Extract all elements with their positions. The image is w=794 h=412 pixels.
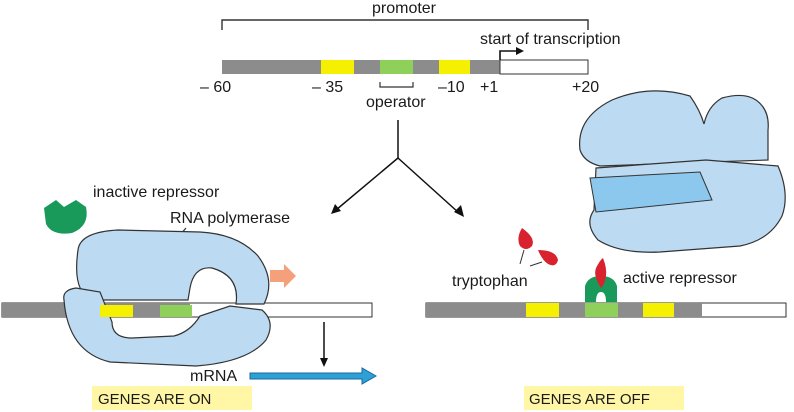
transcription-down-arrowhead (320, 358, 328, 367)
branch-right (397, 157, 460, 214)
active-repressor-label: active repressor (623, 270, 737, 287)
rna-polymerase-label: RNA polymerase (170, 210, 290, 227)
tryptophan-pointer-2 (529, 261, 543, 267)
dna-promoter-region (222, 60, 500, 74)
tryptophan-molecule-1 (518, 228, 533, 249)
active-repressor-shape (585, 276, 617, 302)
promoter-map: promoter start of transcription – 60 – 3… (200, 0, 621, 111)
right-minus10-box (643, 303, 674, 317)
genes-off-badge (524, 386, 684, 410)
right-operator-box (585, 303, 618, 317)
rna-polymerase-back (76, 229, 270, 305)
promoter-bracket (221, 19, 589, 30)
start-of-transcription-label: start of transcription (480, 31, 621, 48)
inactive-repressor-label: inactive repressor (93, 184, 220, 201)
left-spacer (137, 305, 159, 317)
pos-plus1-label: +1 (480, 79, 498, 96)
pos-plus20-label: +20 (572, 79, 599, 96)
mrna-label: mRNA (190, 368, 237, 385)
operator-label: operator (366, 94, 426, 111)
bound-tryptophan (595, 258, 607, 288)
transcription-start-arrow (499, 50, 518, 60)
operator-box (380, 60, 413, 74)
tryptophan-label: tryptophan (452, 273, 528, 290)
rna-polymerase-band (589, 171, 713, 213)
pos-minus35-label: – 35 (312, 79, 343, 96)
rna-polymerase-upper-lobe (579, 90, 769, 167)
pos-minus10-label: –10 (438, 79, 465, 96)
branch-left (335, 157, 399, 211)
pos-minus60-label: – 60 (200, 79, 231, 96)
tryptophan-molecule-2 (538, 250, 558, 266)
genes-on-panel: inactive repressor RNA polymerase mRNA G… (1, 184, 378, 410)
genes-off-panel: tryptophan active repressor GENES ARE OF… (425, 90, 787, 410)
branch-left-arrowhead (331, 204, 341, 214)
minus10-box (439, 60, 470, 74)
genes-off-label: GENES ARE OFF (529, 391, 650, 408)
right-minus35-box (526, 303, 559, 317)
dna-right-promoter (426, 303, 702, 317)
branch-right-arrowhead (454, 205, 464, 217)
genes-on-label: GENES ARE ON (98, 391, 211, 408)
inactive-repressor-shape (44, 200, 87, 234)
polymerase-motion-arrow (270, 264, 296, 288)
tryptophan-pointer-1 (519, 249, 525, 265)
mrna-arrow (249, 367, 378, 385)
minus35-box (321, 60, 354, 74)
operator-bracket (379, 82, 414, 88)
transcription-start-arrowhead (516, 47, 524, 55)
genes-on-badge (92, 386, 252, 410)
left-operator-box (160, 305, 192, 317)
left-minus35-box (100, 305, 133, 317)
promoter-label: promoter (372, 0, 437, 17)
dna-transcribed-region (499, 59, 589, 75)
branch-arrows (335, 120, 460, 214)
